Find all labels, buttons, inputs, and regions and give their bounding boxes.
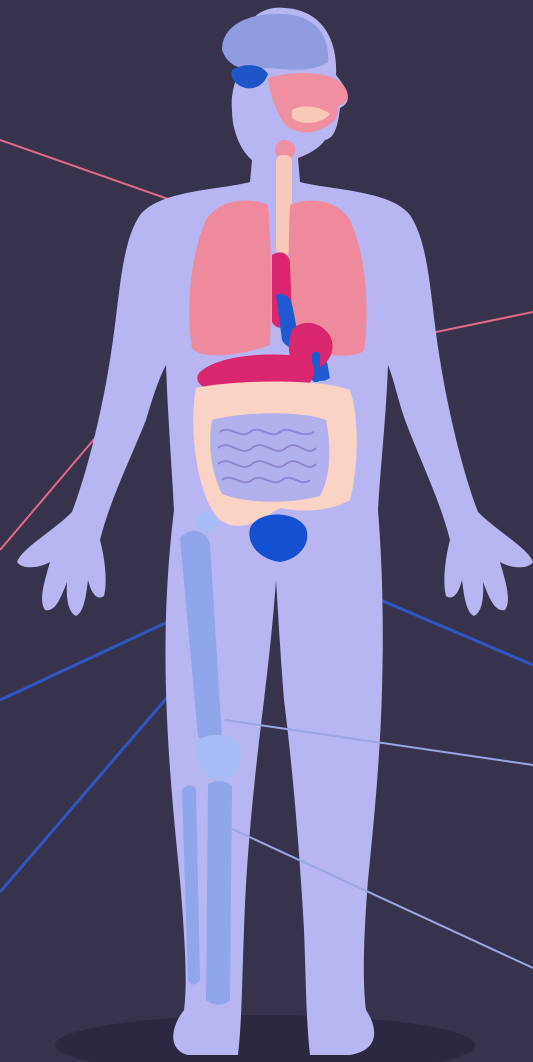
tibia — [206, 781, 232, 1004]
small-intestine — [210, 413, 329, 502]
floor-shadow — [55, 1015, 475, 1062]
pointer-lines-front — [225, 720, 533, 968]
pointer-line-tibia-right — [230, 828, 533, 968]
femur-head — [195, 511, 217, 533]
